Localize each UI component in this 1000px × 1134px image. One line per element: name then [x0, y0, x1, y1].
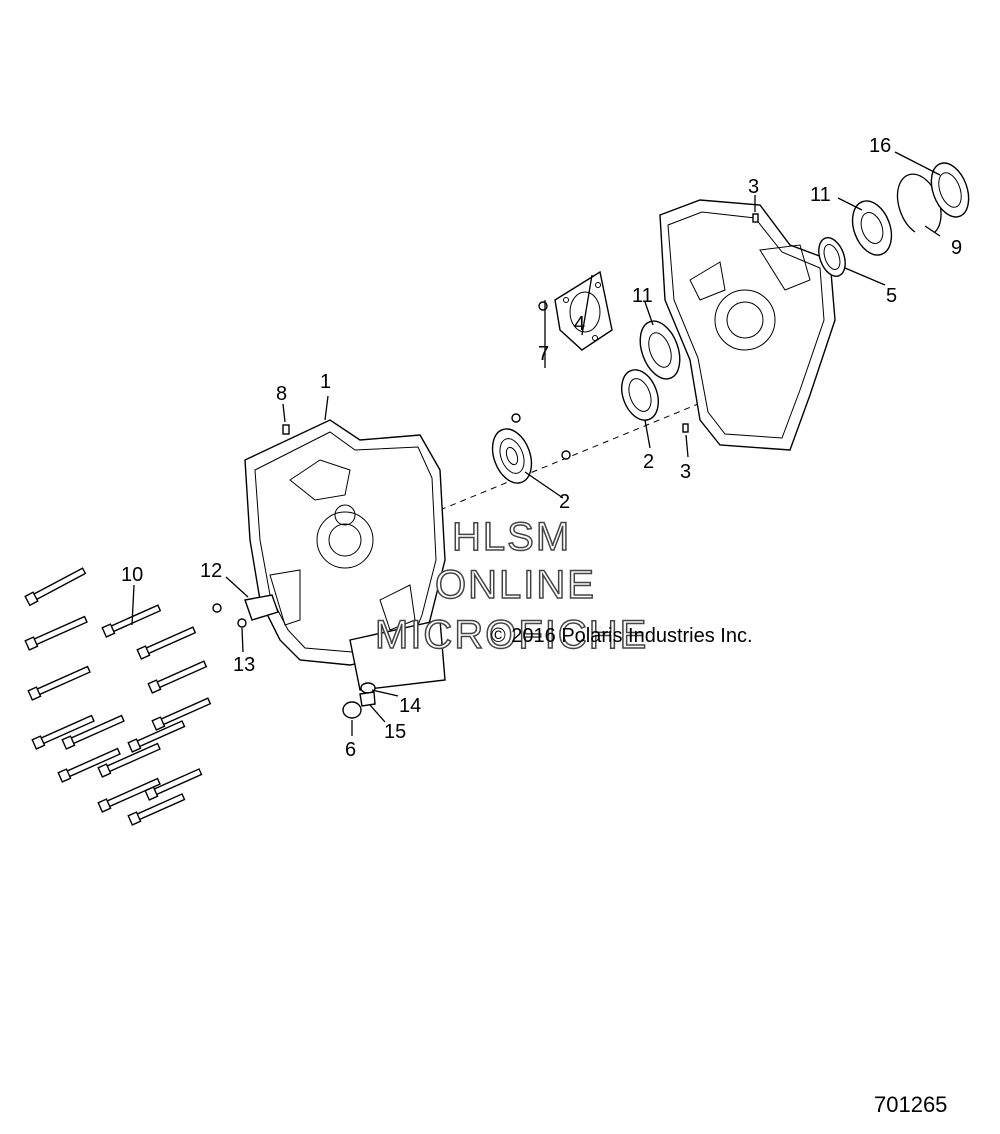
- watermark-line-3: MICROFICHE: [375, 613, 648, 657]
- callout-9: 9: [951, 237, 962, 259]
- callout-13: 13: [233, 654, 255, 676]
- bolt-13: [212, 603, 247, 628]
- left-crankcase: [244, 419, 446, 691]
- gasket-plate: [554, 270, 613, 351]
- callout-14: 14: [399, 695, 421, 717]
- screw-7: [511, 301, 571, 460]
- copyright-text: © 2016 Polaris Industries Inc.: [491, 625, 753, 647]
- assembly-axis-line: [439, 394, 721, 511]
- bearing-left: [491, 428, 533, 484]
- callout-15: 15: [384, 721, 406, 743]
- bearing-11-top: [851, 200, 893, 256]
- dowel-pin-3-bottom: [682, 423, 689, 433]
- watermark-line-1: HLSM: [452, 515, 571, 559]
- figure-number: 701265: [874, 1092, 947, 1117]
- oil-seal-16: [930, 162, 970, 218]
- callout-5: 5: [886, 285, 897, 307]
- bearing-11-right: [639, 320, 681, 380]
- callout-7: 7: [538, 343, 549, 365]
- leader-lines: [131, 151, 941, 736]
- watermark-line-2: ONLINE: [435, 563, 596, 607]
- callout-3-bottom: 3: [680, 461, 691, 483]
- callout-6: 6: [345, 739, 356, 761]
- right-crankcase: [659, 199, 836, 451]
- callout-2-left: 2: [559, 491, 570, 513]
- callout-4: 4: [574, 313, 585, 335]
- callout-16: 16: [869, 135, 891, 157]
- callout-3-top: 3: [748, 176, 759, 198]
- cover-12: [244, 594, 279, 621]
- dowel-pin-3-top: [752, 213, 759, 223]
- callout-12: 12: [200, 560, 222, 582]
- plug-15: [359, 691, 376, 707]
- dowel-pin-8: [282, 424, 290, 435]
- drain-plug-6: [342, 701, 362, 719]
- callout-11-right: 11: [632, 285, 653, 307]
- callout-10: 10: [121, 564, 143, 586]
- ring-5: [818, 237, 846, 277]
- callout-8: 8: [276, 383, 287, 405]
- bolt-set-10: [24, 567, 212, 826]
- snap-ring-9: [896, 173, 942, 233]
- callout-11-top: 11: [810, 184, 831, 206]
- callout-2-right: 2: [643, 451, 654, 473]
- callout-1: 1: [320, 371, 331, 393]
- watermark: HLSM ONLINE MICROFICHE: [374, 514, 648, 658]
- bearing-right: [621, 369, 659, 421]
